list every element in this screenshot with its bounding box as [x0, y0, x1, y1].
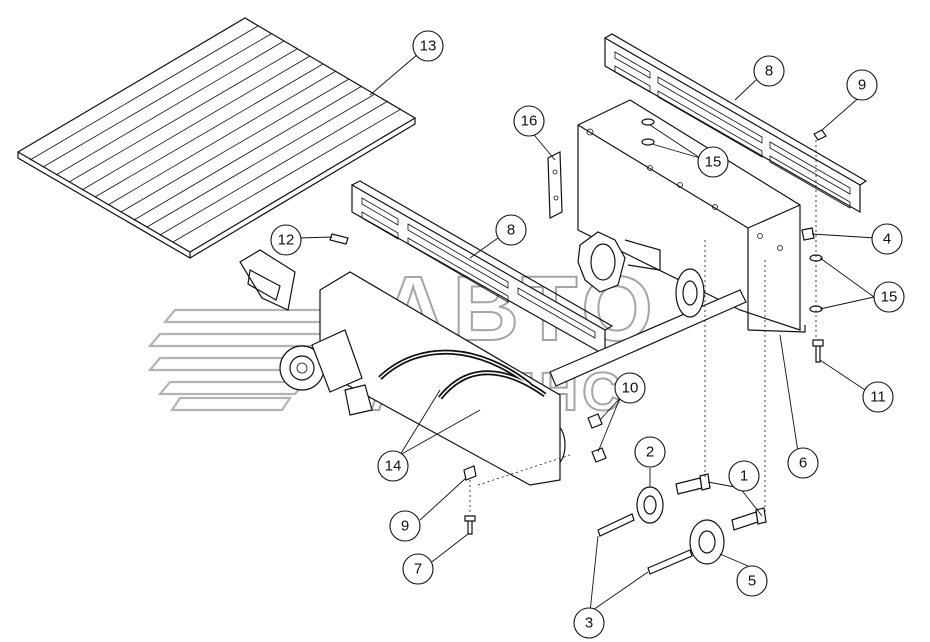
- svg-text:9: 9: [858, 77, 866, 94]
- callout-9-upper: 9: [846, 69, 878, 101]
- part-15-washers-top: [641, 118, 655, 146]
- part-5-roller: [689, 519, 725, 565]
- svg-text:7: 7: [414, 561, 422, 578]
- callout-11: 11: [862, 381, 894, 413]
- part-12-fitting: [329, 233, 349, 245]
- callout-8-upper: 8: [753, 55, 785, 87]
- svg-text:15: 15: [881, 289, 898, 306]
- callout-12: 12: [270, 224, 302, 256]
- part-15-washers-right: [809, 254, 823, 313]
- svg-text:9: 9: [401, 518, 409, 535]
- part-16-plate: [547, 151, 563, 219]
- part-8-rail-middle: [351, 180, 614, 357]
- callout-2: 2: [634, 436, 666, 468]
- callout-5: 5: [736, 565, 768, 597]
- part-10-fittings: [587, 413, 607, 463]
- callout-15-top: 15: [697, 146, 729, 178]
- svg-text:11: 11: [870, 389, 886, 406]
- part-13-mat: [16, 17, 417, 260]
- svg-text:10: 10: [622, 380, 639, 397]
- callout-3: 3: [573, 607, 605, 639]
- svg-text:15: 15: [705, 154, 722, 171]
- callout-14: 14: [377, 450, 409, 482]
- svg-text:12: 12: [278, 232, 295, 249]
- alignment-lines: [469, 140, 817, 515]
- leader-lines: [298, 53, 877, 613]
- callout-8-middle: 8: [495, 214, 527, 246]
- hydraulic-motor: [239, 249, 561, 486]
- part-14-hoses: [378, 349, 547, 400]
- part-9-nut-lower: [463, 465, 477, 481]
- sprocket-gear: [577, 231, 661, 293]
- svg-text:5: 5: [748, 573, 756, 590]
- part-1-bolts: [675, 473, 767, 531]
- callout-10: 10: [614, 372, 646, 404]
- callout-7: 7: [402, 553, 434, 585]
- part-8-rail-upper: [604, 33, 868, 214]
- part-3-pins: [597, 513, 693, 575]
- callout-4: 4: [871, 223, 903, 255]
- svg-text:8: 8: [507, 222, 515, 239]
- callout-6: 6: [787, 447, 819, 479]
- svg-text:4: 4: [883, 231, 891, 248]
- part-4-nut: [801, 227, 815, 241]
- svg-text:2: 2: [646, 444, 654, 461]
- part-11-bolt: [812, 339, 824, 363]
- callout-9-lower: 9: [389, 510, 421, 542]
- part-6-frame: [577, 99, 806, 333]
- callout-15-right: 15: [873, 281, 905, 313]
- callout-13: 13: [412, 30, 444, 62]
- svg-text:6: 6: [799, 455, 807, 472]
- part-9-nut-upper: [813, 129, 827, 141]
- callout-16: 16: [513, 105, 545, 137]
- svg-text:1: 1: [740, 468, 748, 485]
- callout-1: 1: [728, 460, 760, 492]
- part-7-bolt: [464, 515, 476, 535]
- svg-text:14: 14: [385, 458, 402, 475]
- part-2-roller: [636, 486, 664, 524]
- svg-text:16: 16: [521, 113, 538, 130]
- svg-text:3: 3: [585, 615, 593, 632]
- svg-text:8: 8: [765, 63, 773, 80]
- svg-text:13: 13: [420, 38, 437, 55]
